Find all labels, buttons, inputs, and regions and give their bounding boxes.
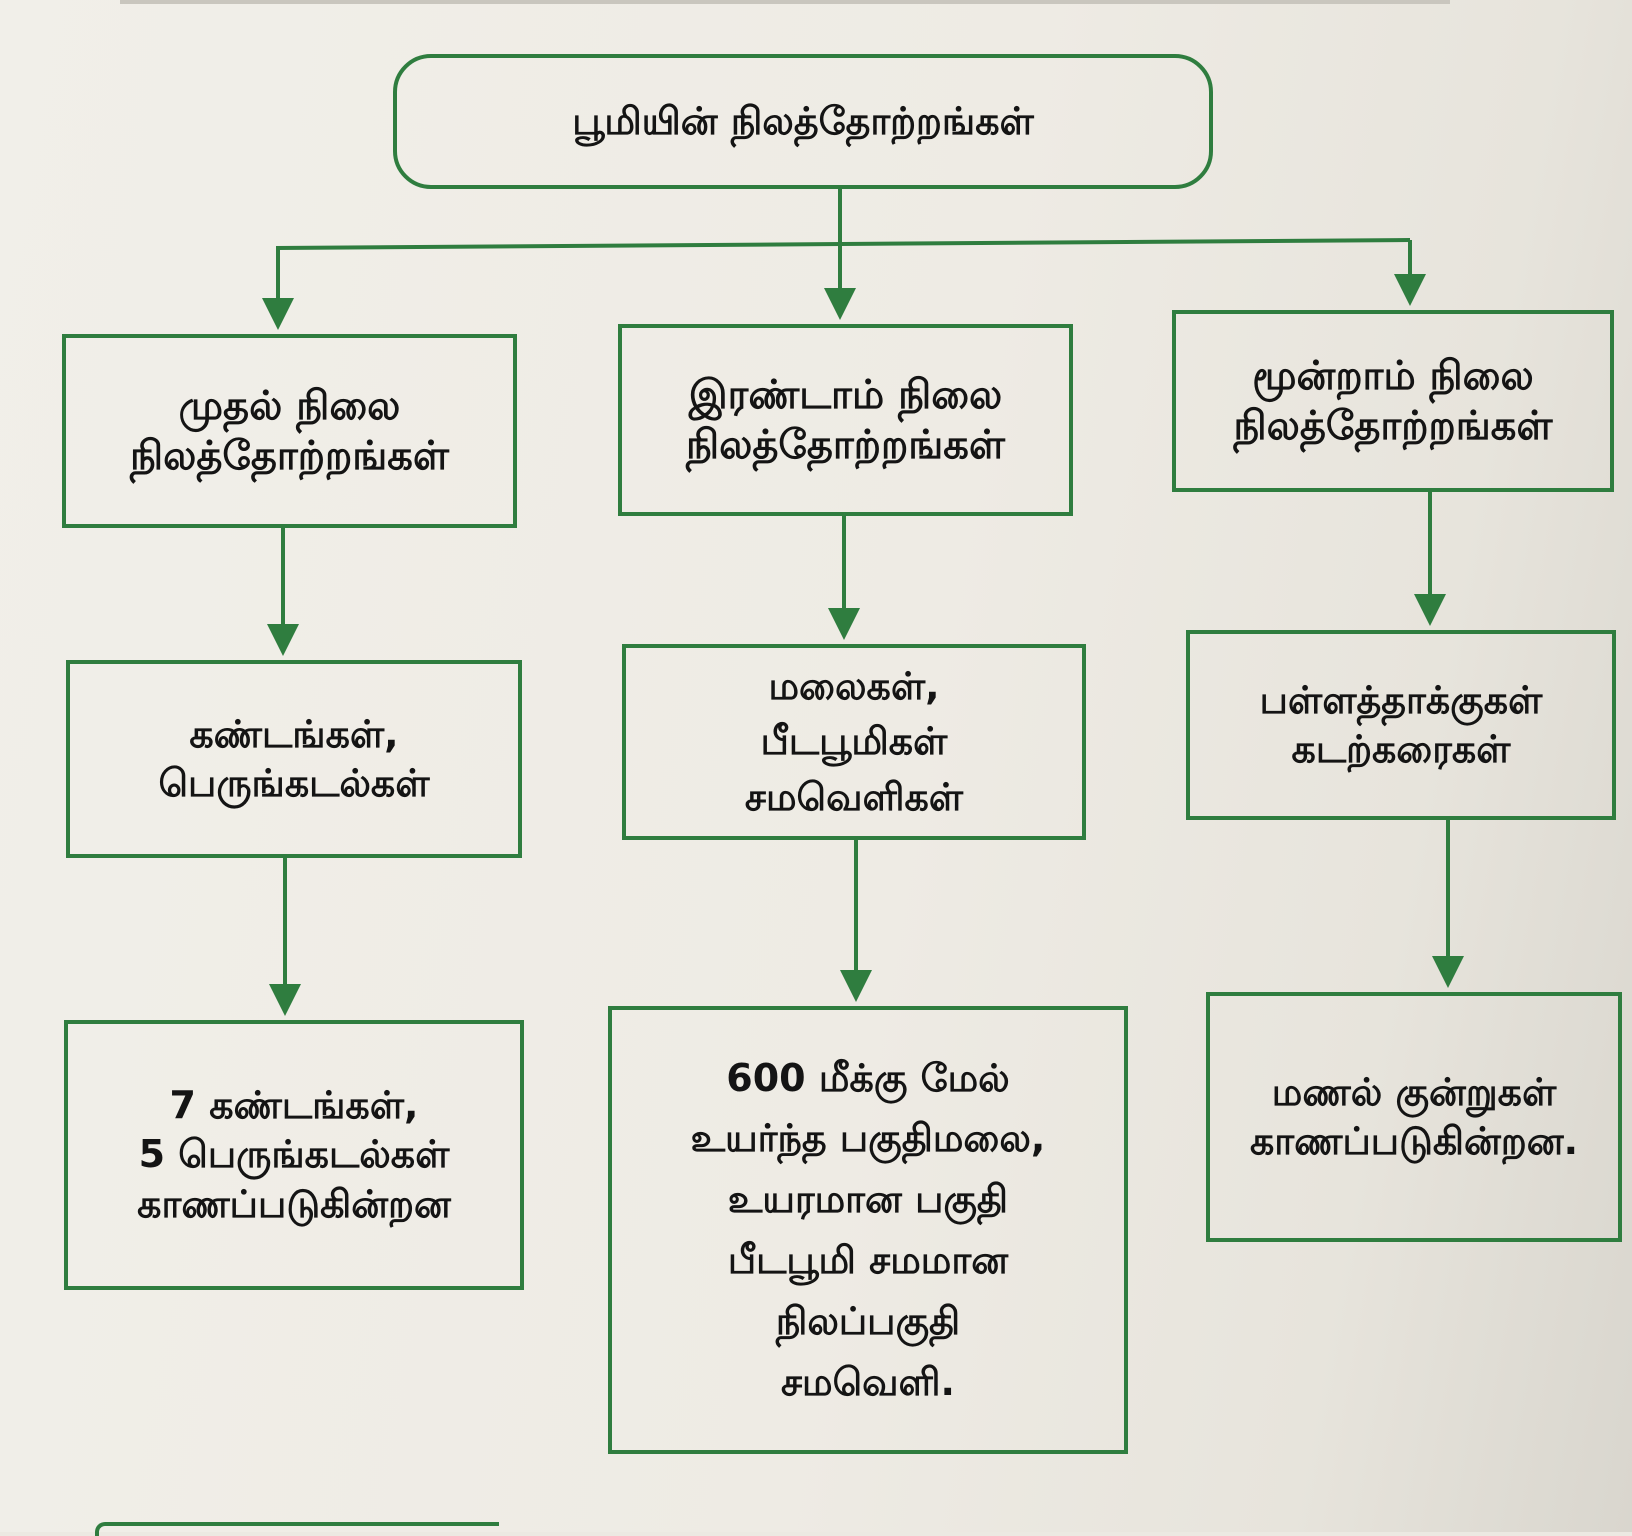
col2-details-line2: உயர்ந்த பகுதிமலை, (690, 1116, 1046, 1161)
col2-features-line1: மலைகள், (768, 664, 940, 709)
col1-heading-box: முதல் நிலை நிலத்தோற்றங்கள் (62, 334, 517, 528)
col1-details-line3: காணப்படுகின்றன (137, 1181, 451, 1226)
col3-features-line2: கடற்கரைகள் (1291, 727, 1511, 771)
col3-details-box: மணல் குன்றுகள் காணப்படுகின்றன. (1206, 992, 1622, 1242)
branch-bar (275, 238, 1411, 250)
col2-heading-line2: நிலத்தோற்றங்கள் (686, 422, 1005, 468)
col2-details-line1: 600 மீக்கு மேல் (726, 1055, 1010, 1100)
col3-features-line1: பள்ளத்தாக்குகள் (1259, 677, 1543, 722)
col2-details-box: 600 மீக்கு மேல் உயர்ந்த பகுதிமலை, உயரமான… (608, 1006, 1128, 1454)
col2-features-line2: பீடபூமிகள் (760, 719, 948, 764)
top-divider (120, 0, 1450, 4)
col2-details-line6: சமவெளி. (780, 1359, 955, 1404)
root-node-title: பூமியின் நிலத்தோற்றங்கள் (572, 98, 1034, 143)
col1-features-line1: கண்டங்கள், (189, 711, 399, 756)
col2-heading-line1: இரண்டாம் நிலை (688, 372, 1003, 418)
col2-details-line4: பீடபூமி சமமான (727, 1238, 1009, 1282)
col1-details-line2: 5 பெருங்கடல்கள் (138, 1132, 450, 1177)
root-node-box: பூமியின் நிலத்தோற்றங்கள் (393, 54, 1213, 189)
col1-details-box: 7 கண்டங்கள், 5 பெருங்கடல்கள் காணப்படுகின… (64, 1020, 524, 1290)
col1-details-line1: 7 கண்டங்கள், (169, 1082, 419, 1127)
col2-features-line3: சமவெளிகள் (744, 774, 964, 819)
col2-features-box: மலைகள், பீடபூமிகள் சமவெளிகள் (622, 644, 1086, 840)
col2-details-line3: உயரமான பகுதி (727, 1177, 1009, 1222)
col1-features-box: கண்டங்கள், பெருங்கடல்கள் (66, 660, 522, 858)
col3-details-line1: மணல் குன்றுகள் (1271, 1069, 1557, 1114)
next-section-edge (95, 1522, 499, 1536)
col1-heading-line2: நிலத்தோற்றங்கள் (130, 433, 449, 479)
col1-heading-line1: முதல் நிலை (178, 383, 401, 429)
col3-features-box: பள்ளத்தாக்குகள் கடற்கரைகள் (1186, 630, 1616, 820)
col3-details-line2: காணப்படுகின்றன. (1249, 1119, 1579, 1163)
col2-heading-box: இரண்டாம் நிலை நிலத்தோற்றங்கள் (618, 324, 1073, 516)
col2-details-line5: நிலப்பகுதி (775, 1298, 961, 1343)
col3-heading-box: மூன்றாம் நிலை நிலத்தோற்றங்கள் (1172, 310, 1614, 492)
col3-heading-line1: மூன்றாம் நிலை (1252, 353, 1534, 399)
col3-heading-line2: நிலத்தோற்றங்கள் (1233, 403, 1553, 449)
col1-features-line2: பெருங்கடல்கள் (158, 761, 430, 805)
